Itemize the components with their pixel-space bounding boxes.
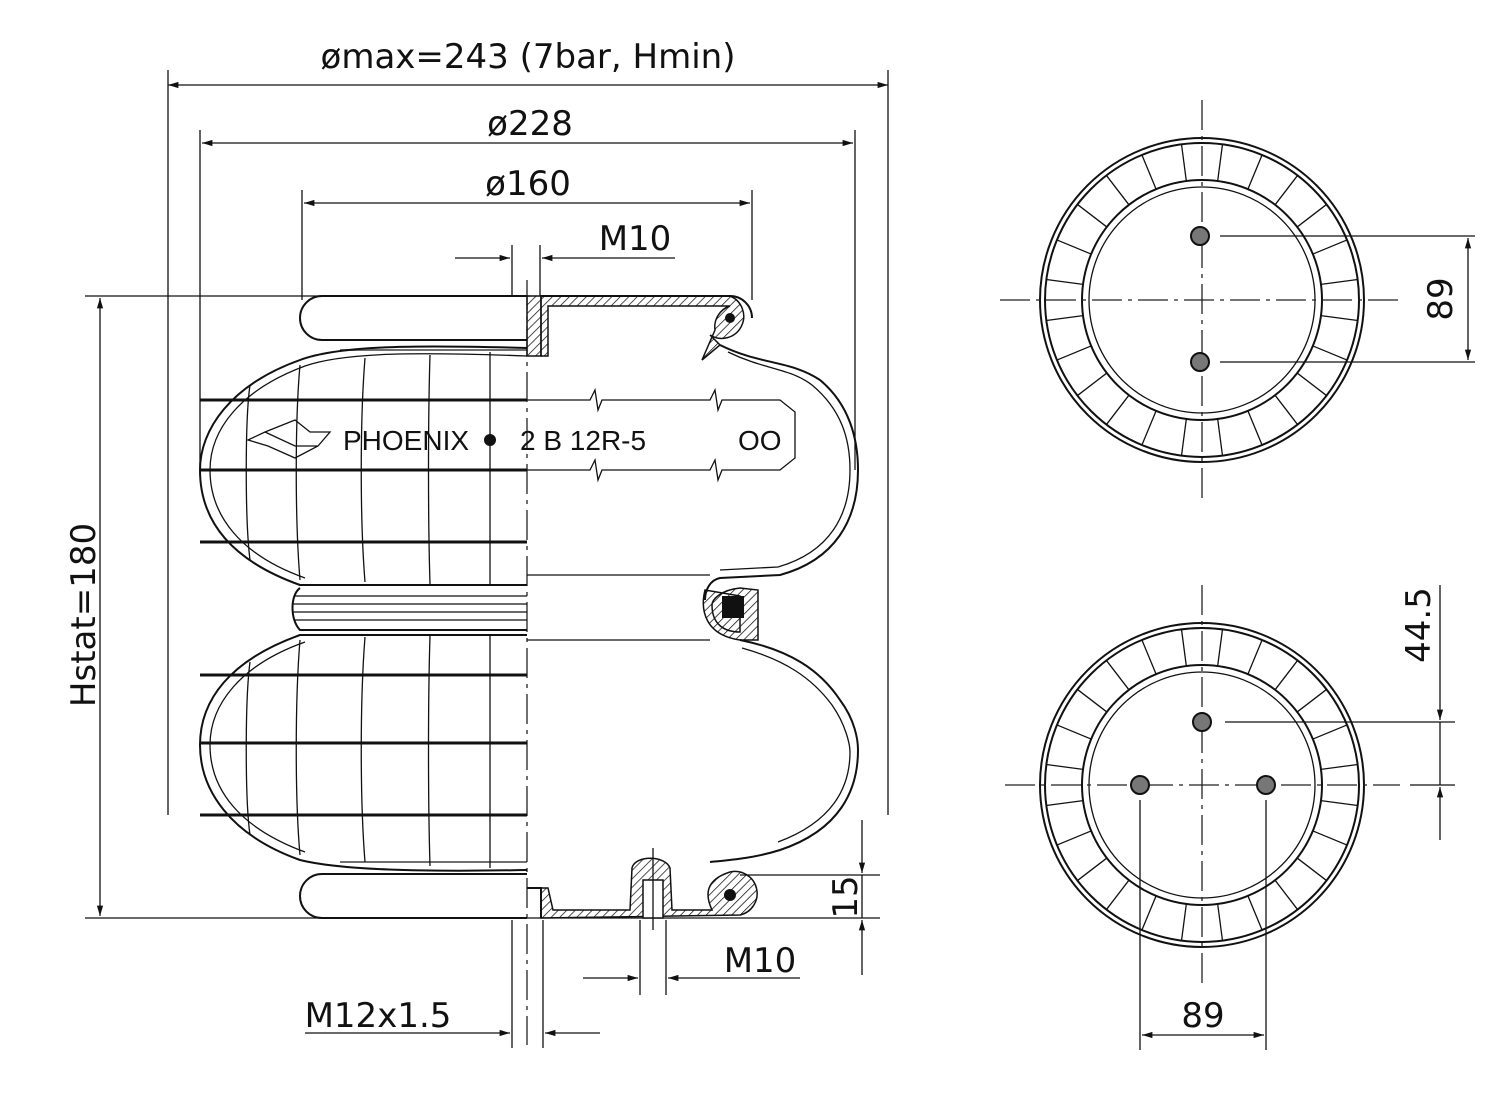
bottom-view: 89 44.5: [1005, 585, 1455, 1050]
top-bolt-spacing-label: 89: [1421, 277, 1461, 320]
dimension-height: Hstat=180: [64, 295, 880, 919]
bead-segment-line: [1180, 418, 1187, 456]
dimension-max-diameter: ømax=243 (7bar, Hmin): [167, 37, 889, 815]
bead-segment-line: [1141, 895, 1157, 931]
bead-segment-line: [1105, 175, 1130, 206]
bead-segment-line: [1247, 410, 1263, 446]
band-label: PHOENIX 2 B 12R-5 OO: [246, 419, 782, 459]
band-brand: PHOENIX: [343, 425, 469, 456]
bead-segment-line: [1247, 639, 1263, 675]
phoenix-logo: [246, 419, 332, 459]
bottom-thread-label: M10: [724, 941, 797, 981]
bead-segment-line: [1180, 903, 1187, 941]
bead-segment-line: [1274, 175, 1299, 206]
bead-segment-line: [1077, 857, 1108, 882]
girdle-ring: [291, 574, 759, 641]
bead-segment-line: [1274, 394, 1299, 425]
bead-segment-line: [1180, 629, 1187, 667]
top-thread-label: M10: [599, 219, 672, 259]
bolt-hole: [1190, 226, 1210, 246]
dimension-bottom-thread: M10: [583, 920, 800, 995]
top-view: 89: [1000, 100, 1475, 500]
dimension-top-thread: M10: [455, 219, 675, 296]
max-diameter-label: ømax=243 (7bar, Hmin): [321, 37, 736, 77]
bead-segment-line: [1056, 239, 1092, 255]
height-label: Hstat=180: [64, 523, 104, 707]
bottom-bolt-offset-label: 44.5: [1399, 587, 1439, 663]
bolt-hole: [1192, 712, 1212, 732]
band-model: 2 B 12R-5: [520, 425, 646, 456]
bead-segment-line: [1046, 763, 1084, 770]
bead-segment-line: [1296, 372, 1327, 397]
bead-segment-line: [1141, 639, 1157, 675]
bead-segment-line: [1320, 315, 1358, 322]
bead-segment-line: [1105, 660, 1130, 691]
dimension-diameter-228: ø228: [199, 104, 856, 470]
bead-segment-line: [1046, 278, 1084, 285]
bead-segment-line: [1077, 372, 1108, 397]
bead-segment-line: [1217, 903, 1224, 941]
bullet-dot: [484, 434, 496, 446]
bead-segment-line: [1077, 203, 1108, 228]
band-suffix: OO: [738, 425, 782, 456]
bead-segment-line: [1247, 895, 1263, 931]
bead-segment-line: [1312, 724, 1348, 740]
top-plate: [299, 295, 753, 361]
bead-segment-line: [1105, 394, 1130, 425]
diameter-160-label: ø160: [485, 164, 571, 204]
dimension-diameter-160: ø160: [301, 164, 753, 300]
bead-segment-line: [1141, 154, 1157, 190]
bolt-hole: [1256, 775, 1276, 795]
bead-segment-line: [1056, 724, 1092, 740]
bead-segment-line: [1077, 688, 1108, 713]
bottom-bolt-spacing-label: 89: [1181, 996, 1224, 1036]
bead-segment-line: [1056, 830, 1092, 846]
bolt-hole: [1130, 775, 1150, 795]
bead-segment-line: [1056, 345, 1092, 361]
bead-segment-line: [1180, 144, 1187, 182]
diameter-228-label: ø228: [487, 104, 573, 144]
upper-bellow: [198, 344, 860, 601]
bead-segment-line: [1296, 857, 1327, 882]
dimension-bottom-offset: 15: [740, 820, 880, 975]
bead-segment-line: [1312, 830, 1348, 846]
bead-segment-line: [1320, 800, 1358, 807]
bottom-offset-label: 15: [826, 875, 866, 918]
bead-segment-line: [1141, 410, 1157, 446]
bead-segment-line: [1046, 315, 1084, 322]
dimension-air-fitting: M12x1.5: [305, 920, 600, 1048]
bead-segment-line: [1217, 418, 1224, 456]
bead-segment-line: [1296, 203, 1327, 228]
bolt-hole: [1190, 352, 1210, 372]
bead-segment-line: [1312, 239, 1348, 255]
air-fitting-label: M12x1.5: [305, 996, 452, 1036]
bead-segment-line: [1296, 688, 1327, 713]
bead-segment-line: [1247, 154, 1263, 190]
bead-segment-line: [1105, 879, 1130, 910]
bead-segment-line: [1320, 763, 1358, 770]
bead-segment-line: [1274, 660, 1299, 691]
bead-segment-line: [1217, 144, 1224, 182]
bead-segment-line: [1217, 629, 1224, 667]
bead-segment-line: [1312, 345, 1348, 361]
bead-segment-line: [1320, 278, 1358, 285]
bead-segment-line: [1274, 879, 1299, 910]
bottom-plate: [299, 848, 758, 930]
bead-segment-line: [1046, 800, 1084, 807]
lower-bellow: [198, 634, 860, 872]
